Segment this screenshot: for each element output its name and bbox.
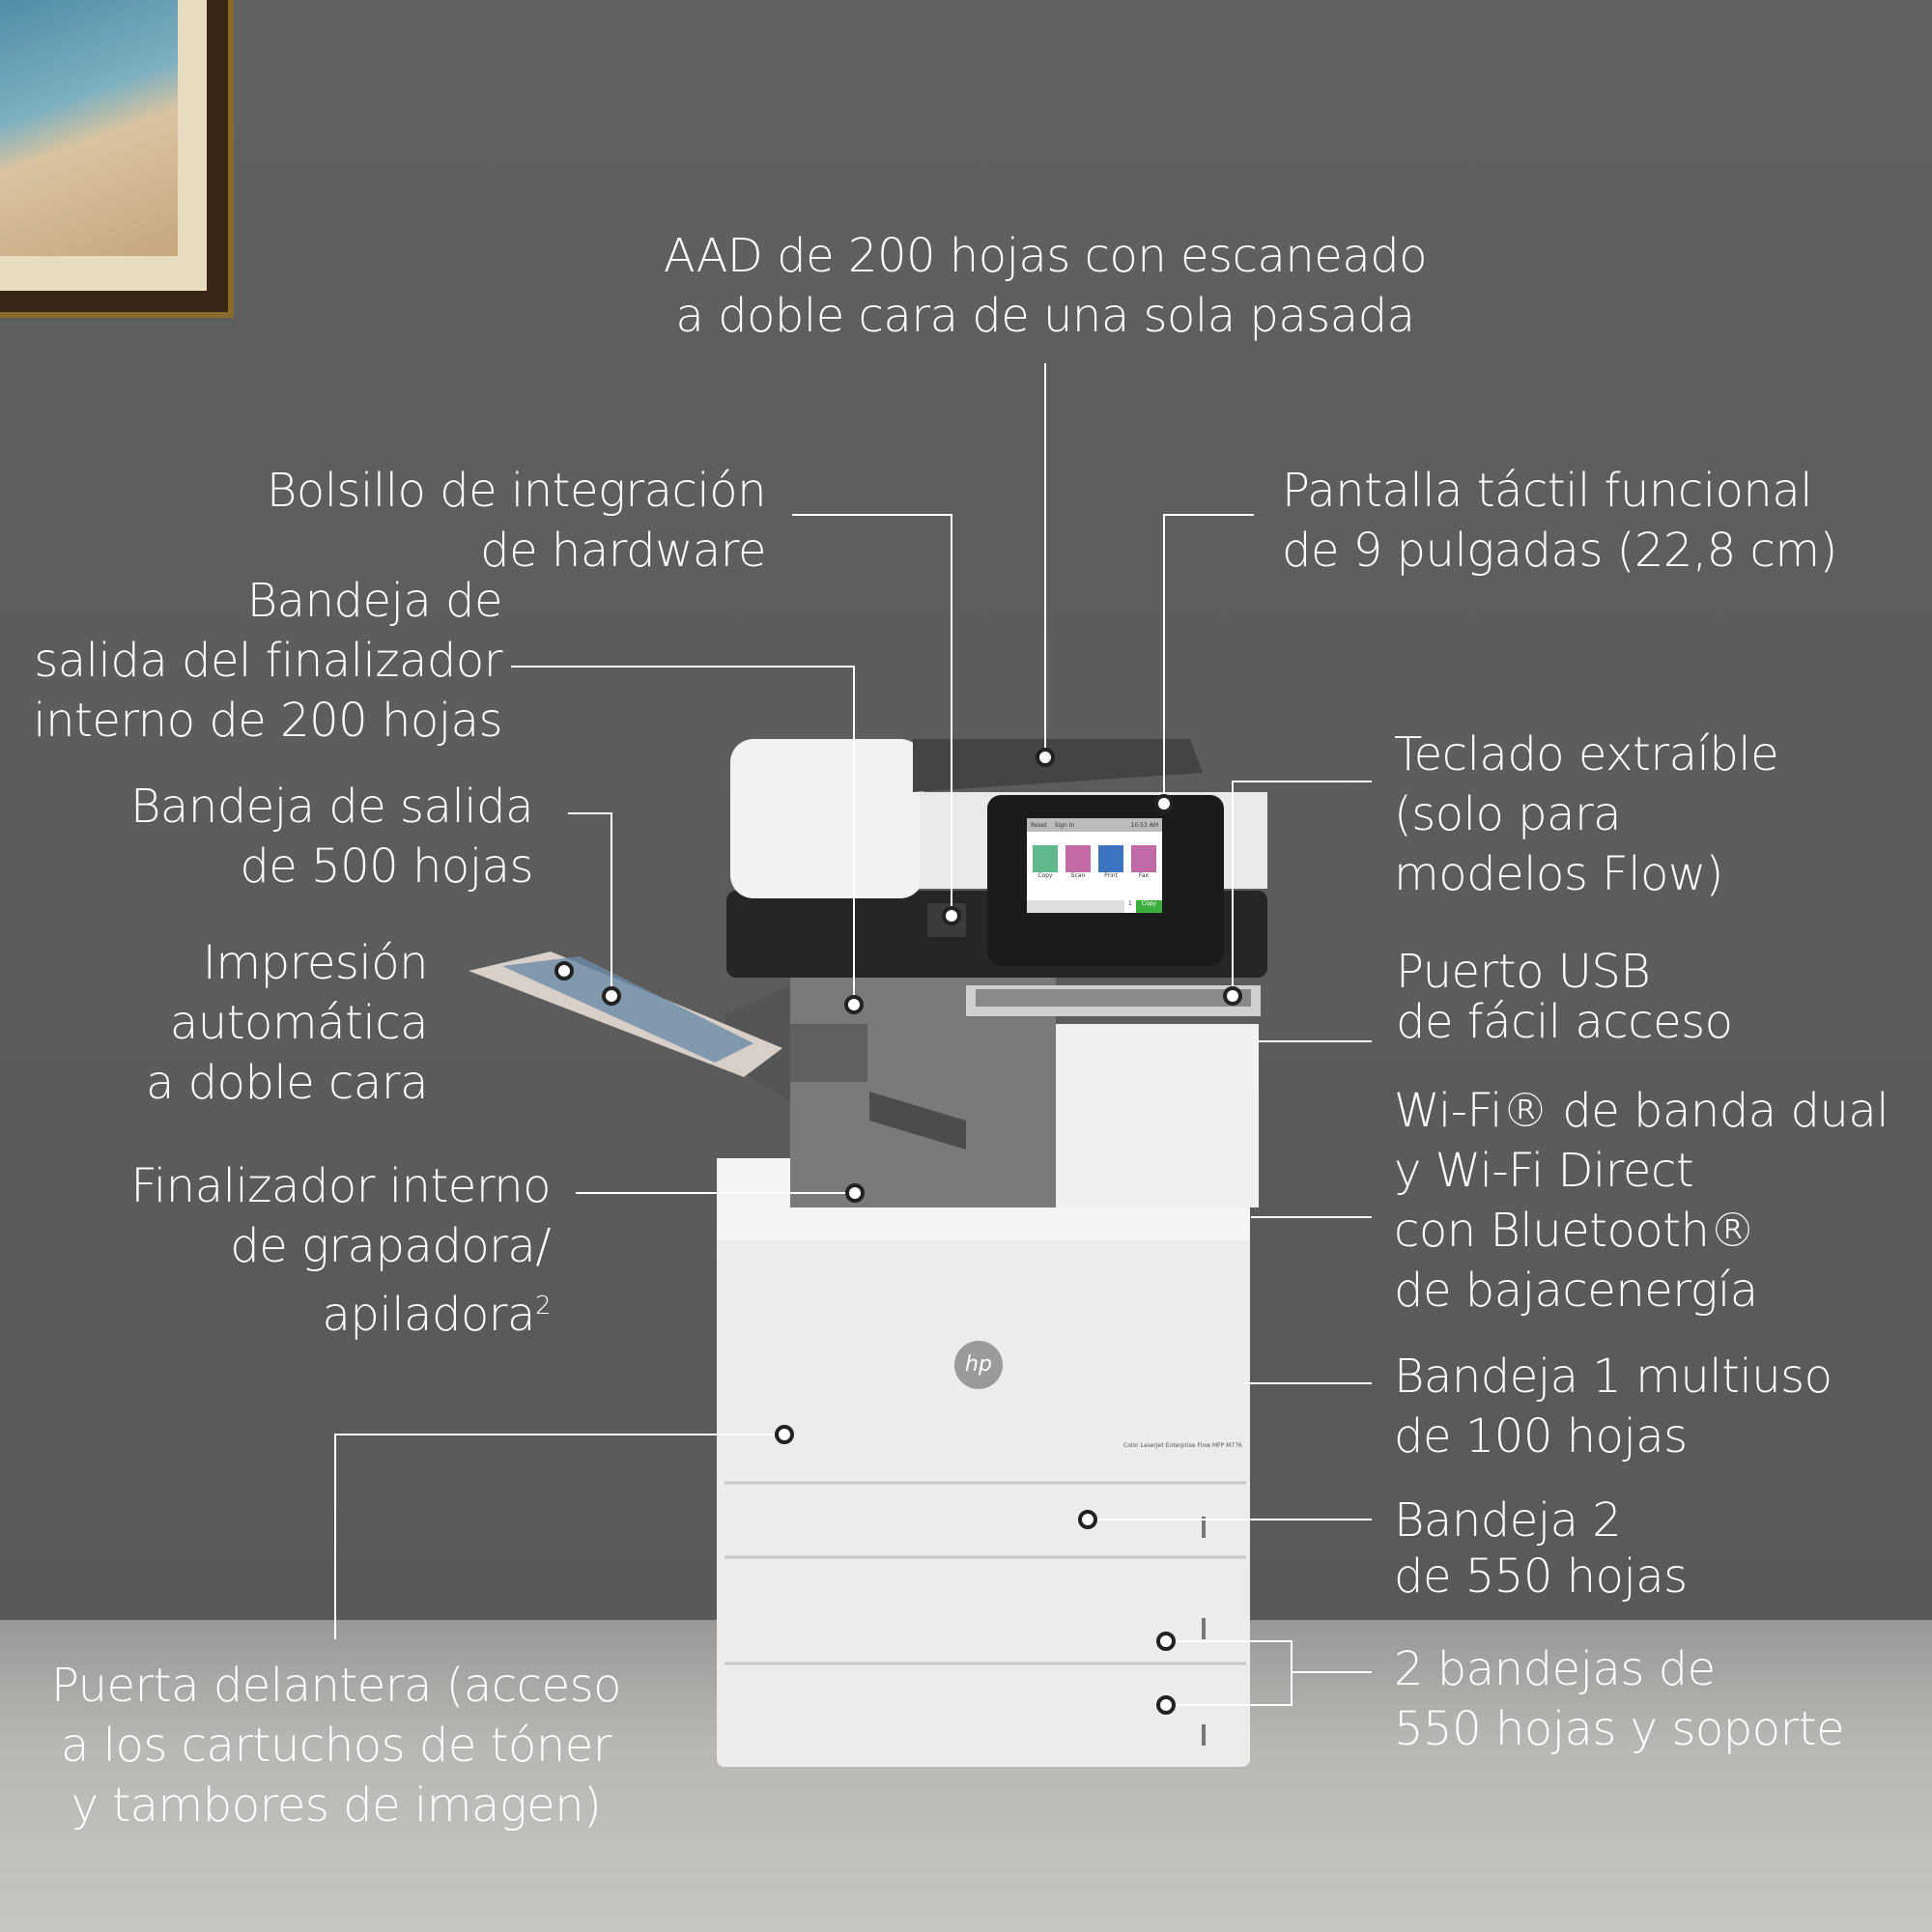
beach-photo [0, 0, 178, 256]
tab-sign-in[interactable]: Sign In [1054, 821, 1075, 829]
adf-input-tray [913, 739, 1203, 792]
scan-label: Scan [1070, 872, 1086, 879]
leader-lines [334, 363, 1372, 1706]
leader-hip [792, 514, 952, 916]
fax-app-icon[interactable] [1131, 845, 1156, 872]
print-app-icon[interactable] [1098, 845, 1123, 872]
copies-field[interactable]: 1 [1123, 900, 1136, 913]
clock: 10:53 AM [1130, 821, 1158, 829]
adf [730, 739, 923, 898]
right-column [1056, 1024, 1259, 1208]
wall-picture-frame [0, 0, 234, 318]
copy-app-icon[interactable] [1033, 845, 1058, 872]
printer-body [717, 1158, 1250, 1767]
leader-output-bin [568, 812, 612, 996]
hp-logo: hp [954, 1341, 1003, 1389]
leader-touchscreen [1163, 514, 1254, 804]
copy-button[interactable]: Copy [1135, 900, 1162, 913]
tab-reset[interactable]: Reset [1031, 821, 1047, 829]
print-label: Print [1104, 872, 1118, 879]
leader-keyboard [1232, 781, 1372, 996]
fax-label: Fax [1138, 872, 1150, 879]
copy-label: Copy [1037, 872, 1053, 879]
leader-front-door [334, 1434, 784, 1639]
callout-dots [554, 748, 1242, 1715]
leader-finisher-output [511, 666, 855, 1005]
model-name: Color LaserJet Enterprise Flow MFP M776 [1123, 1442, 1242, 1449]
scan-app-icon[interactable] [1065, 845, 1091, 872]
